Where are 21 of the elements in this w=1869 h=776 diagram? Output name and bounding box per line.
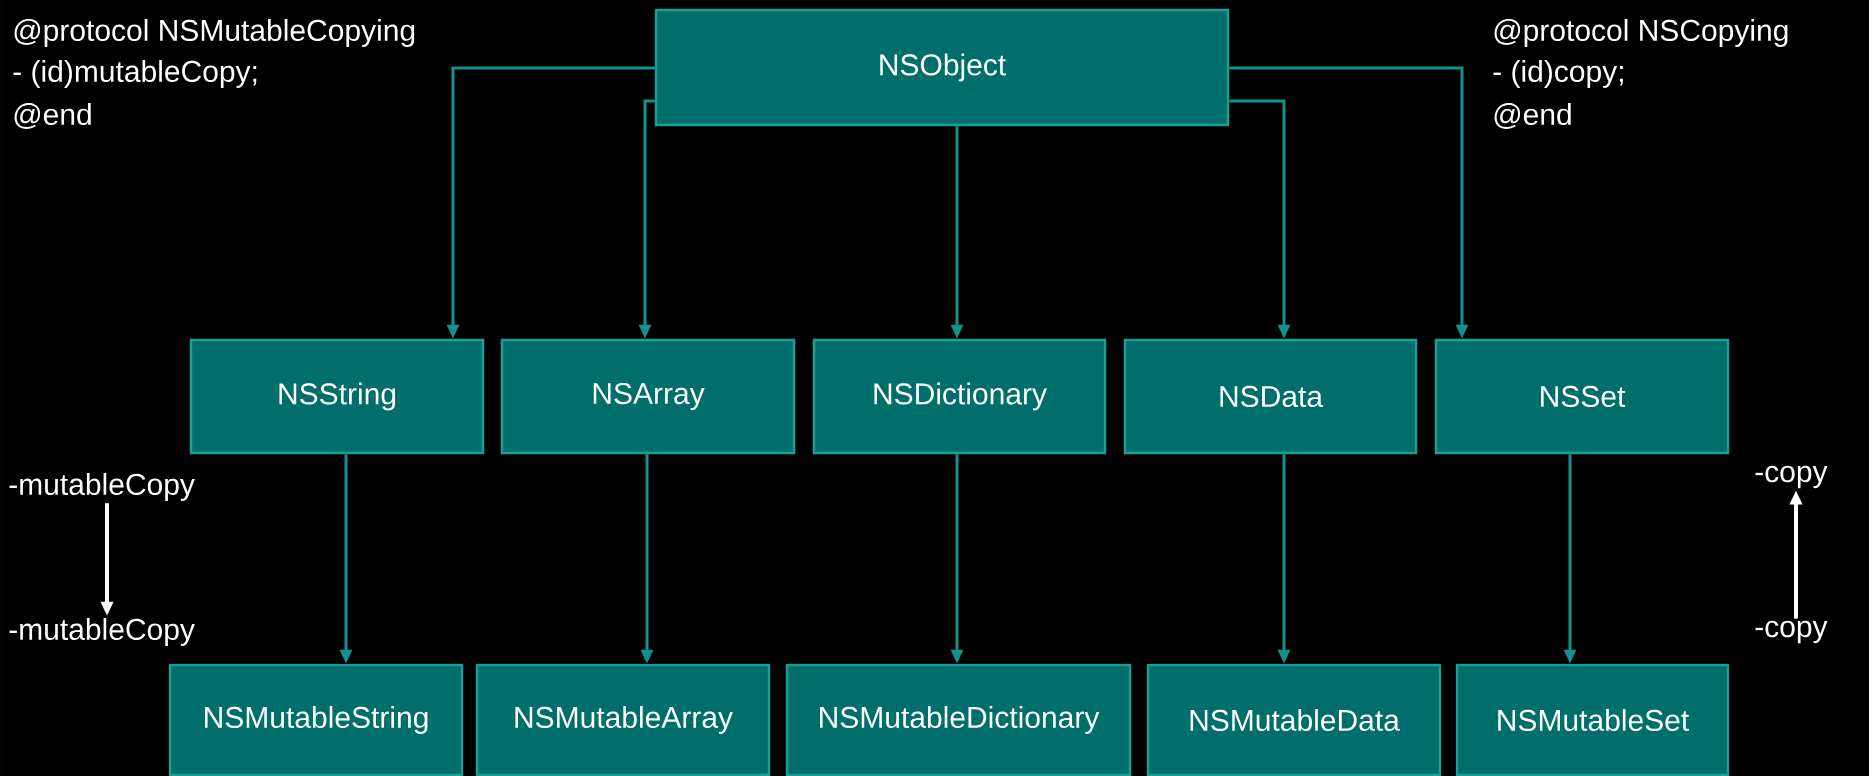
code-text: - (id)copy; <box>1493 60 1623 88</box>
class-box: NSSet <box>1434 338 1730 455</box>
method-label: -mutableCopy <box>9 473 195 501</box>
class-box: NSArray <box>500 338 796 455</box>
class-box: NSMutableArray <box>475 663 771 776</box>
class-box: NSString <box>189 338 485 455</box>
class-box: NSData <box>1123 338 1418 455</box>
method-label: -copy <box>1755 620 1828 644</box>
class-box: NSMutableString <box>168 663 464 776</box>
class-box: NSObject <box>654 8 1230 127</box>
class-box: NSMutableDictionary <box>785 663 1132 776</box>
code-text: @end <box>1494 103 1571 129</box>
method-label: -copy <box>1755 465 1828 489</box>
code-text: @protocol NSMutableCopying <box>14 19 415 47</box>
method-label: -mutableCopy <box>9 618 195 646</box>
class-box: NSDictionary <box>812 338 1107 455</box>
class-box: NSMutableData <box>1146 663 1442 776</box>
code-text: @protocol NSCopying <box>1494 19 1788 47</box>
code-text: @end <box>14 103 91 129</box>
code-text: - (id)mutableCopy; <box>13 60 257 88</box>
class-box: NSMutableSet <box>1455 663 1730 776</box>
